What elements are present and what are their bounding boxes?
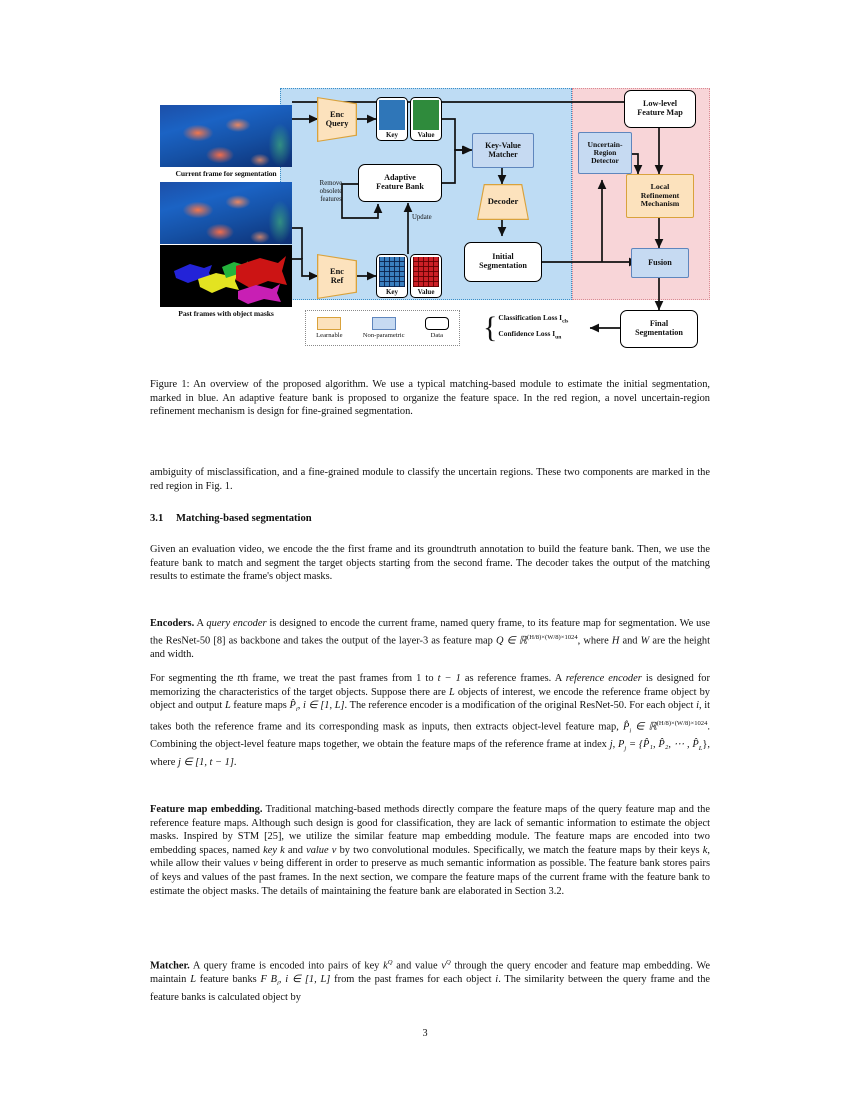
thumbnail-object-masks-caption: Past frames with object masks	[178, 309, 274, 318]
low-level-feature-map-node: Low-level Feature Map	[624, 90, 696, 128]
legend-item-data: Data	[424, 317, 449, 339]
section-heading: 3.1 Matching-based segmentation	[150, 513, 710, 524]
initial-segmentation-node: Initial Segmentation	[464, 242, 542, 282]
legend-item-learnable: Learnable	[316, 317, 343, 339]
uncertain-region-detector-label: Uncertain- Region Detector	[587, 139, 623, 166]
ref-key-label: Key	[385, 288, 399, 296]
enc-ref-block: Enc Ref	[318, 255, 356, 298]
ref-value-label: Value	[417, 288, 435, 296]
legend-swatch-non-parametric	[371, 317, 396, 330]
feature-map-embedding-lead: Feature map embedding.	[150, 804, 263, 815]
query-key-chip: Key	[376, 97, 408, 141]
key-value-matcher-label: Key-Value Matcher	[485, 140, 521, 159]
paragraph-for-segmenting-block: For segmenting the tth frame, we treat t…	[150, 672, 710, 769]
query-value-chip: Value	[410, 97, 442, 141]
paragraph-matcher-block: Matcher. A query frame is encoded into p…	[150, 956, 710, 1004]
uncertain-region-detector-node: Uncertain- Region Detector	[578, 132, 632, 174]
initial-segmentation-label: Initial Segmentation	[479, 252, 527, 270]
diagram-connectors	[292, 97, 664, 333]
confidence-loss-label: Confidence Loss Iun	[498, 329, 562, 341]
ref-value-chip: Value	[410, 254, 442, 298]
paragraph-given-block: Given an evaluation video, we encode the…	[150, 543, 710, 584]
fusion-node: Fusion	[631, 248, 689, 278]
legend-item-non-parametric: Non-parametric	[363, 317, 405, 339]
paragraph-for-segmenting: For segmenting the tth frame, we treat t…	[150, 673, 710, 768]
query-key-label: Key	[385, 131, 399, 139]
paragraph-ambiguity-block: ambiguity of misclassification, and a fi…	[150, 466, 710, 493]
final-segmentation-label: Final Segmentation	[635, 319, 683, 337]
enc-ref-label: Enc Ref	[330, 267, 344, 286]
paragraph-matcher: Matcher. A query frame is encoded into p…	[150, 959, 710, 1003]
thumbnail-current-frame-caption: Current frame for segmentation	[175, 169, 277, 178]
query-key-swatch	[379, 100, 405, 130]
figure-1-diagram: Current frame for segmentation Past fram…	[150, 88, 710, 366]
ref-value-swatch	[413, 257, 439, 287]
page-number: 3	[422, 1028, 428, 1039]
final-segmentation-node: Final Segmentation	[620, 310, 698, 348]
diagram-legend: Learnable Non-parametric Data	[305, 310, 460, 346]
thumbnail-object-masks	[160, 245, 292, 307]
section-number: 3.1	[150, 513, 164, 524]
legend-label-data: Data	[430, 332, 444, 339]
fusion-label: Fusion	[648, 257, 672, 267]
reference-encoder-em: reference encoder	[565, 673, 642, 684]
legend-swatch-data	[424, 317, 449, 330]
paragraph-encoders: Encoders. A query encoder is designed to…	[150, 618, 710, 660]
figure-caption: Figure 1: An overview of the proposed al…	[150, 379, 710, 418]
figure-caption-block: Figure 1: An overview of the proposed al…	[150, 378, 710, 419]
paragraph-encoders-block: Encoders. A query encoder is designed to…	[150, 617, 710, 661]
low-level-feature-map-label: Low-level Feature Map	[637, 99, 683, 117]
adaptive-feature-bank-node: Adaptive Feature Bank	[358, 164, 442, 202]
decoder-block: Decoder	[478, 185, 528, 219]
loss-brace: {	[483, 311, 498, 344]
legend-swatch-learnable	[317, 317, 342, 330]
ref-key-swatch	[379, 257, 405, 287]
thumbnail-past-frame	[160, 182, 292, 244]
update-label: Update	[412, 214, 432, 221]
query-value-swatch	[413, 100, 439, 130]
section-title: Matching-based segmentation	[176, 513, 312, 524]
query-encoder-em: query encoder	[206, 618, 267, 629]
remove-obsolete-features-label: Remove obsolete features	[319, 180, 343, 203]
enc-query-block: Enc Query	[318, 98, 356, 141]
input-thumbnails: Current frame for segmentation Past fram…	[150, 105, 300, 355]
ref-key-chip: Key	[376, 254, 408, 298]
local-refinement-mechanism-node: Local Refinement Mechanism	[626, 174, 694, 218]
section-heading-block: 3.1 Matching-based segmentation	[150, 513, 710, 524]
query-value-label: Value	[417, 131, 435, 139]
paragraph-feature-map-embedding: Feature map embedding. Traditional match…	[150, 804, 710, 897]
matcher-lead: Matcher.	[150, 960, 190, 972]
paragraph-given-evaluation-video: Given an evaluation video, we encode the…	[150, 544, 710, 583]
paragraph-feature-map-embedding-block: Feature map embedding. Traditional match…	[150, 803, 710, 898]
decoder-label: Decoder	[487, 196, 519, 207]
paragraph-ambiguity: ambiguity of misclassification, and a fi…	[150, 467, 710, 492]
enc-query-label: Enc Query	[325, 110, 349, 129]
classification-loss-label: Classification Loss Icls	[498, 313, 569, 325]
legend-label-non-parametric: Non-parametric	[362, 332, 405, 339]
encoders-lead: Encoders.	[150, 618, 195, 629]
math-Q-exponent: (H/8)×(W/8)×1024	[527, 633, 578, 641]
math-Q-R: Q ∈ ℝ	[495, 635, 527, 647]
thumbnail-current-frame	[160, 105, 292, 167]
object-mask-shapes	[174, 256, 287, 304]
key-value-matcher-node: Key-Value Matcher	[472, 133, 534, 168]
loss-annotations: { Classification Loss Icls Confidence Lo…	[483, 310, 608, 346]
legend-label-learnable: Learnable	[316, 332, 343, 339]
local-refinement-mechanism-label: Local Refinement Mechanism	[640, 182, 680, 209]
adaptive-feature-bank-label: Adaptive Feature Bank	[376, 173, 424, 191]
